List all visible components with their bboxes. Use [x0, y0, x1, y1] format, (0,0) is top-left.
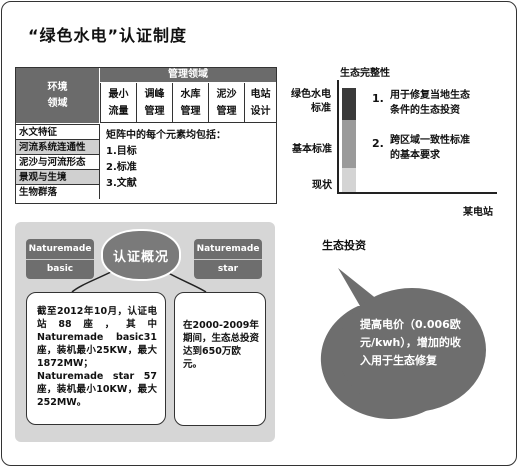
tag-basic-brand: Naturemade: [26, 239, 94, 260]
page-title: “绿色水电”认证制度: [28, 26, 188, 45]
management-matrix: 环境 领域 管理领域 最小 流量 调峰 管理 水库 管理 泥沙 管理 电站 设计…: [15, 67, 277, 204]
desc-line: 2.标准: [106, 162, 137, 173]
environment-rows: 水文特征 河流系统连通性 泥沙与河流形态 景观与生境 生物群落: [16, 124, 100, 199]
level-green-standard: 绿色水电 标准: [291, 89, 331, 114]
column-reservoir-management: 水库 管理: [172, 83, 208, 123]
level-current: 现状: [312, 180, 332, 191]
row-biocommunity: 生物群落: [16, 184, 100, 199]
tag-basic-level: basic: [26, 260, 94, 279]
bar-basic-segment: [342, 120, 356, 168]
bar-green-segment: [342, 88, 356, 120]
integrity-axis: [337, 80, 339, 193]
environment-field-header: 环境 领域: [16, 68, 99, 123]
row-sediment-morphology: 泥沙与河流形态: [16, 154, 100, 169]
certification-overview-cloud: 认证概况: [101, 229, 181, 281]
item-number: 1.: [372, 92, 384, 105]
item-number: 2.: [372, 137, 384, 150]
tag-naturemade-star: Naturemade star: [194, 239, 262, 279]
tag-naturemade-basic: Naturemade basic: [26, 239, 94, 279]
investment-stats-box: 在2000-2009年期间，生态总投资达到650万欧元。: [174, 292, 266, 426]
column-station-design: 电站 设计: [244, 83, 276, 123]
eco-investment-title: 生态投资: [322, 239, 366, 252]
matrix-description: 矩阵中的每个元素均包括： 1.目标 2.标准 3.文献: [106, 128, 226, 192]
item-eco-investment: 用于修复当地生态 条件的生态投资: [390, 90, 470, 116]
basic-stats-box: 截至2012年10月，认证电站88座，其中Naturemade basic31座…: [26, 292, 166, 425]
station-label: 某电站: [463, 207, 493, 218]
column-peak-management: 调峰 管理: [136, 83, 172, 123]
tag-star-level: star: [194, 260, 262, 279]
column-min-flow: 最小 流量: [100, 83, 136, 123]
speech-bubble-body: [338, 288, 486, 412]
row-connectivity: 河流系统连通性: [16, 139, 100, 154]
row-hydrology: 水文特征: [16, 124, 100, 139]
bar-current-segment: [342, 168, 356, 192]
station-axis: [337, 192, 497, 194]
level-basic-standard: 基本标准: [292, 144, 332, 155]
item-basic-requirement: 跨区域一致性标准 的基本要求: [390, 135, 470, 161]
column-sediment-management: 泥沙 管理: [208, 83, 244, 123]
ecological-integrity-title: 生态完整性: [340, 68, 390, 79]
management-field-header: 管理领域: [100, 68, 276, 82]
desc-line: 3.文献: [106, 178, 137, 189]
desc-line: 1.目标: [106, 146, 137, 157]
desc-line: 矩阵中的每个元素均包括：: [106, 130, 226, 141]
tag-star-brand: Naturemade: [194, 239, 262, 260]
row-landscape-habitat: 景观与生境: [16, 169, 100, 184]
eco-investment-text: 提高电价（0.006欧元/kwh），增加的收入用于生态修复: [360, 318, 461, 367]
